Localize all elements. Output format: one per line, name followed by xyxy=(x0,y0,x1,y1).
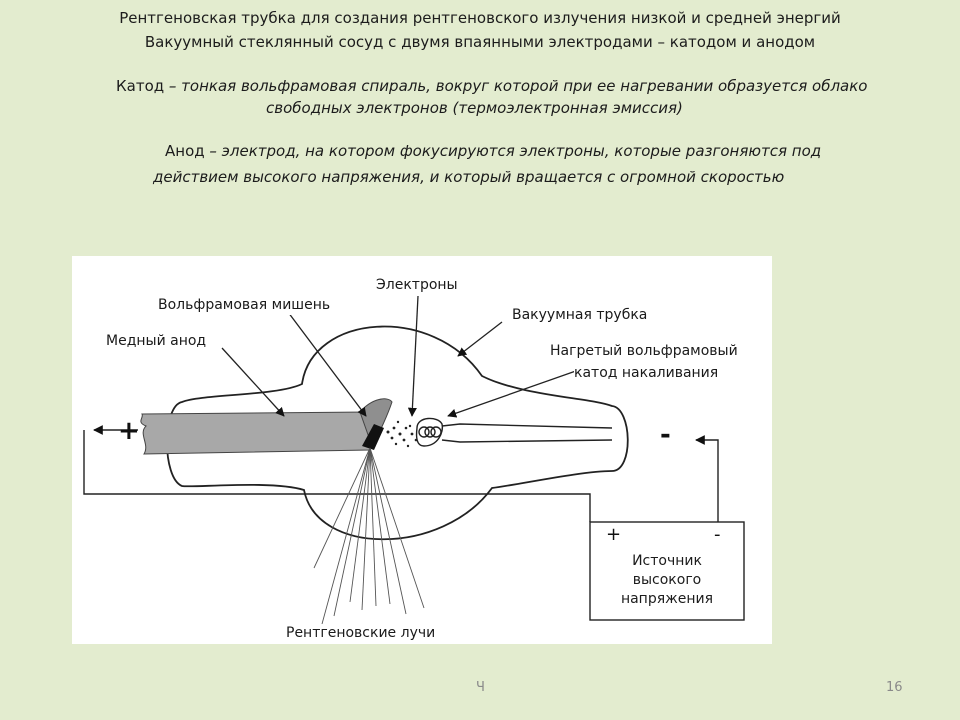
anode-definition-line-2: действием высокого напряжения, и который… xyxy=(153,168,785,186)
slide-title-line-2: Вакуумный стеклянный сосуд с двумя впаян… xyxy=(144,33,816,51)
anode-description: – электрод, на котором фокусируются элек… xyxy=(204,142,822,160)
anode-plus-sign: + xyxy=(118,416,140,446)
psu-plus-sign: + xyxy=(606,524,622,545)
page-number: 16 xyxy=(886,680,903,695)
label-copper-anode: Медный анод xyxy=(106,332,207,351)
cathode-minus-sign: - xyxy=(660,420,671,450)
label-heated-cathode-line-1: Нагретый вольфрамовый xyxy=(550,342,738,361)
label-heated-cathode-line-2: катод накаливания xyxy=(574,364,719,383)
power-supply-box xyxy=(589,521,745,621)
slide-title-line-1: Рентгеновская трубка для создания рентге… xyxy=(119,9,841,27)
power-supply-label: Источник высокого напряжения xyxy=(620,553,714,607)
cathode-filament xyxy=(415,417,613,447)
psu-minus-sign: - xyxy=(714,524,721,545)
label-xrays: Рентгеновские лучи xyxy=(286,624,436,643)
cathode-definition-line-2: свободных электронов (термоэлектронная э… xyxy=(266,99,683,117)
tungsten-target xyxy=(362,424,384,450)
anode-term: Анод xyxy=(165,142,205,160)
leader-arrows xyxy=(221,295,591,418)
xray-lines xyxy=(313,447,425,625)
label-tungsten-target: Вольфрамовая мишень xyxy=(158,296,331,315)
cathode-description: – тонкая вольфрамовая спираль, вокруг ко… xyxy=(164,77,868,95)
footer-mark: Ч xyxy=(476,680,485,695)
anode-definition-line-1: Анод – электрод, на котором фокусируются… xyxy=(165,141,821,161)
label-electrons: Электроны xyxy=(376,276,458,295)
cathode-term: Катод xyxy=(116,77,165,95)
electron-stream xyxy=(386,420,418,448)
diagram-drawing xyxy=(83,295,745,625)
cathode-definition-line-1: Катод – тонкая вольфрамовая спираль, вок… xyxy=(116,76,867,96)
copper-anode xyxy=(140,401,391,455)
label-vacuum-tube: Вакуумная трубка xyxy=(512,306,648,325)
circuit-wires xyxy=(83,425,719,522)
xray-tube-diagram: Электроны Вольфрамовая мишень Вакуумная … xyxy=(72,256,772,644)
